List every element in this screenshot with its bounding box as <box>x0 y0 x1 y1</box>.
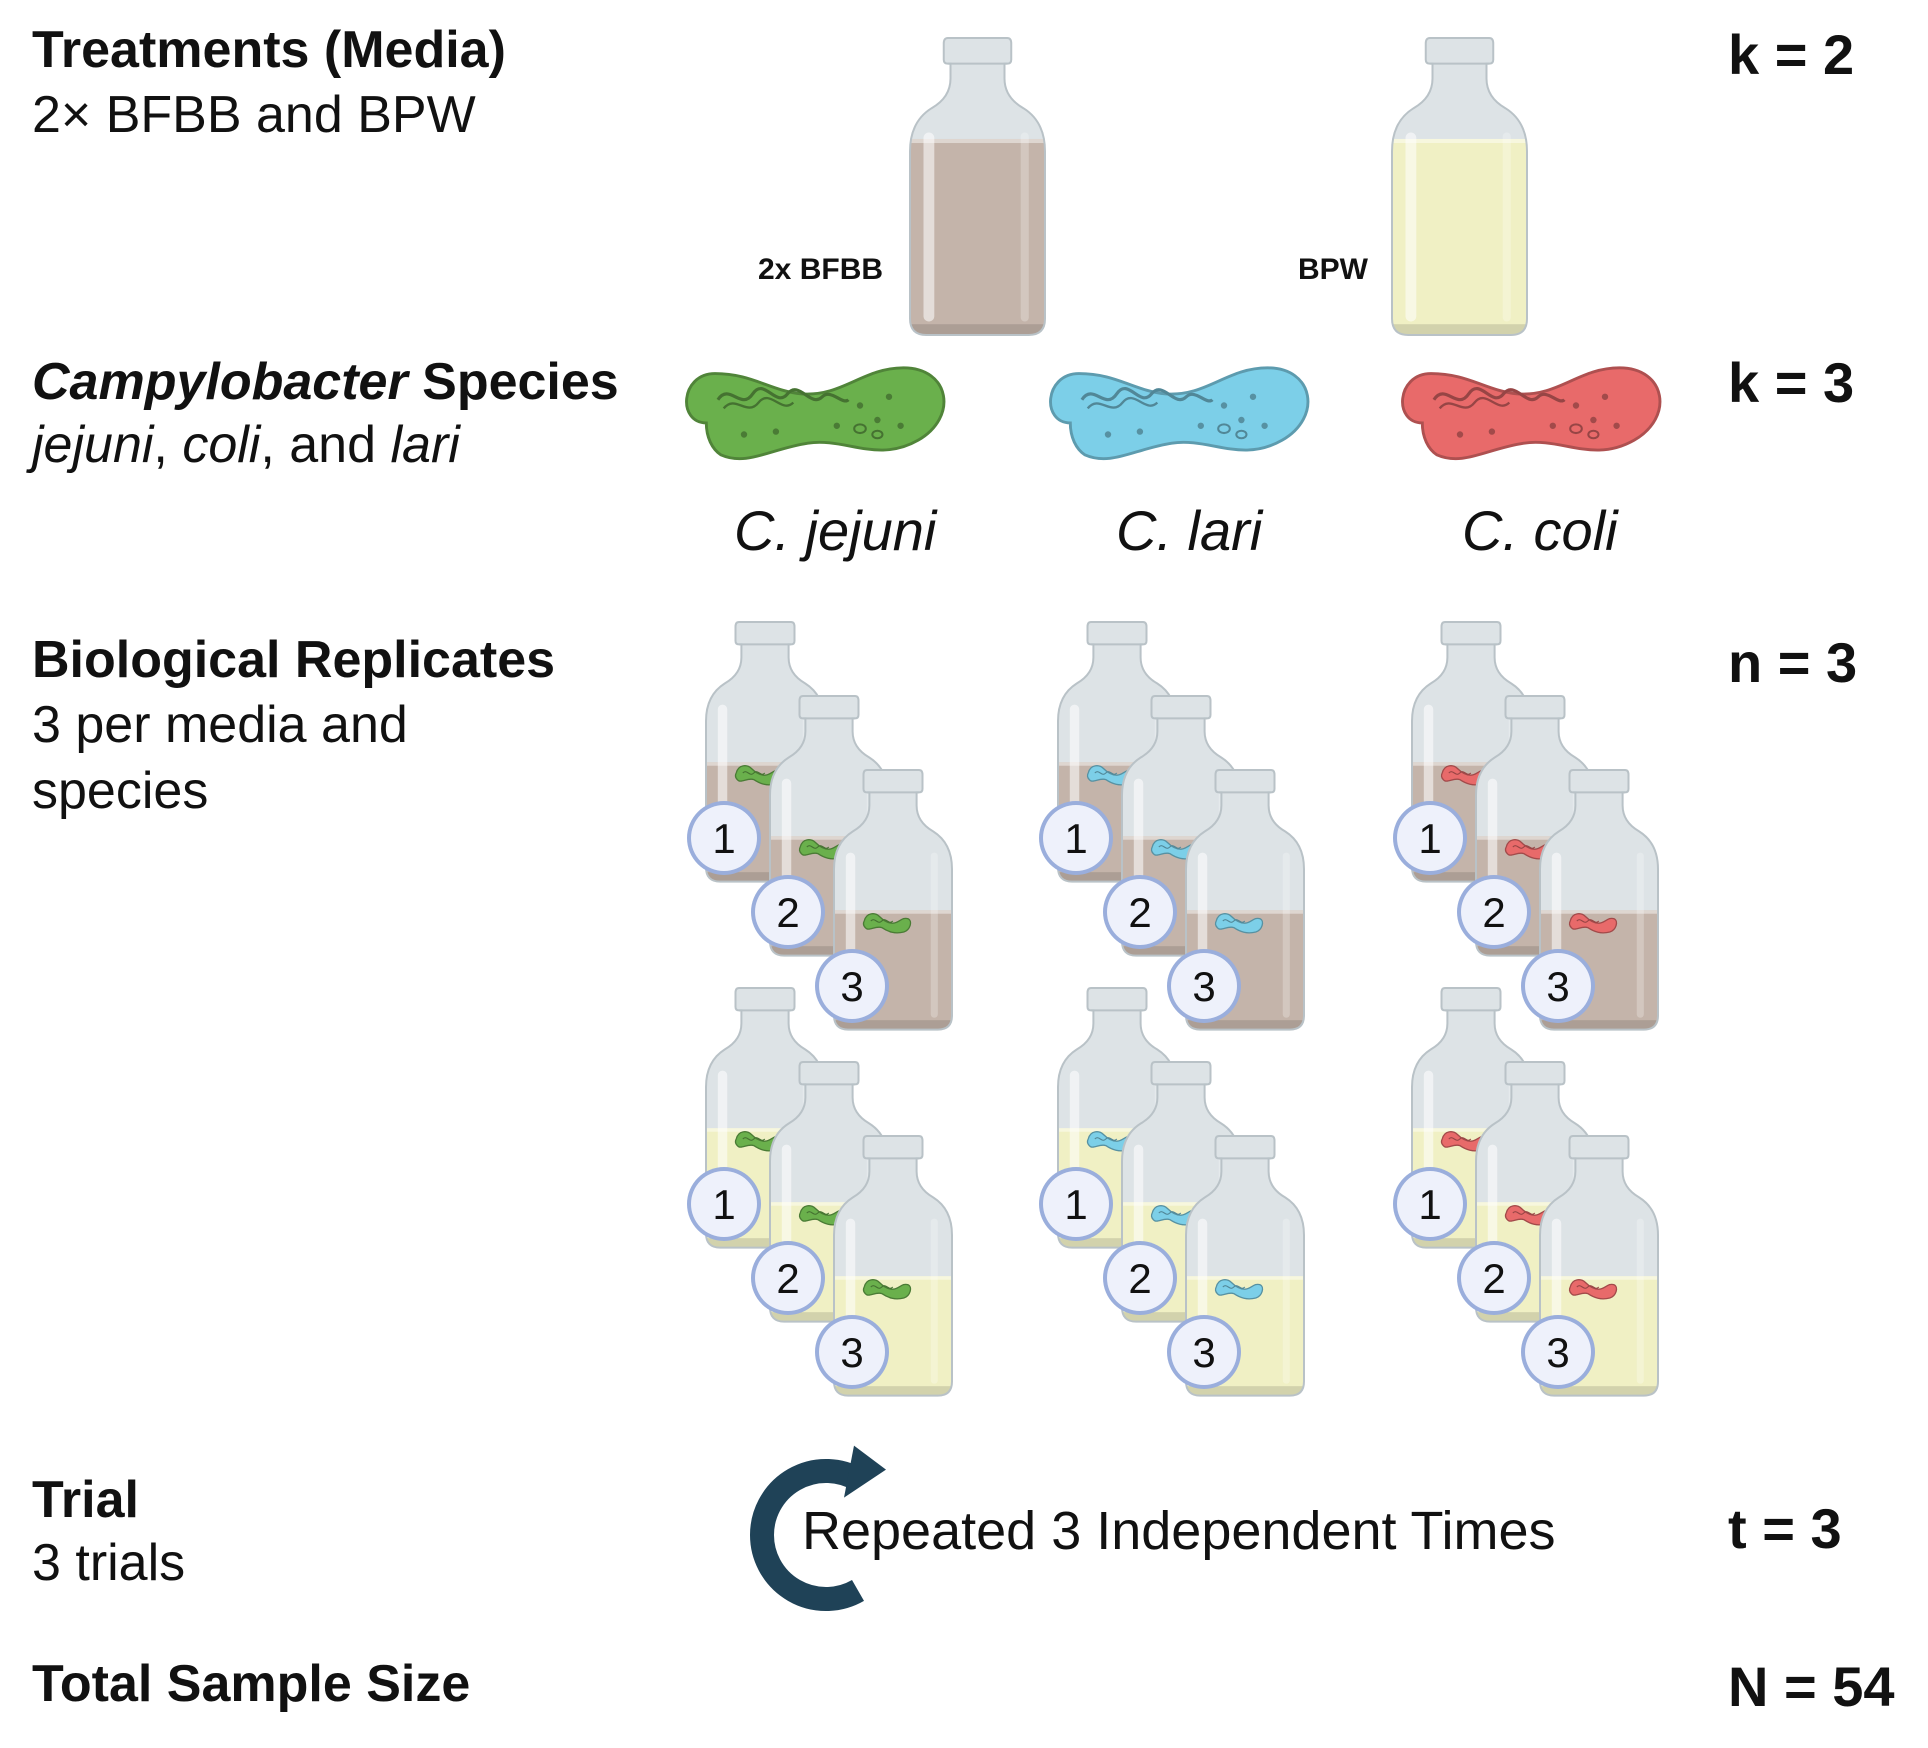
replicate-badge-2-number: 2 <box>776 889 799 936</box>
species-sub-lari: lari <box>390 416 460 474</box>
species-title: Campylobacter Species <box>32 352 619 412</box>
replicate-bacterium-2-icon <box>1150 839 1200 860</box>
replicate-badge-2: 2 <box>751 1241 825 1315</box>
replicate-group-bfbb-jejuni: 123 <box>687 620 954 1031</box>
replicate-bacterium-1-icon <box>734 1131 784 1152</box>
media-bottles <box>909 37 1528 336</box>
replicates-subtitle-line1: 3 per media and <box>32 696 408 754</box>
species-subtitle: jejuni, coli, and lari <box>32 412 460 478</box>
replicate-badge-1: 1 <box>687 1167 761 1241</box>
replicate-badge-1-number: 1 <box>712 1181 735 1228</box>
replicate-bacterium-1-icon <box>734 765 784 786</box>
replicate-bacterium-3-icon <box>1214 1279 1264 1300</box>
replicate-badge-1-number: 1 <box>712 815 735 862</box>
replicate-badge-1-number: 1 <box>1418 815 1441 862</box>
replicate-bacterium-3-icon <box>1568 913 1618 934</box>
replicate-bacterium-2-icon <box>1504 1205 1554 1226</box>
replicate-badge-1: 1 <box>687 801 761 875</box>
replicate-badge-2-number: 2 <box>1482 889 1505 936</box>
cycle-arrow-icon <box>750 1445 886 1611</box>
trial-title: Trial <box>32 1471 139 1529</box>
replicate-bacterium-3-icon <box>862 913 912 934</box>
media-bottle-bpw <box>1391 37 1528 336</box>
replicate-group-bfbb-coli: 123 <box>1393 620 1660 1031</box>
replicate-badge-3-number: 3 <box>1192 1329 1215 1376</box>
replicate-group-bpw-lari: 123 <box>1039 986 1306 1397</box>
replicate-bacterium-1-icon <box>1086 765 1136 786</box>
media-label-bpw: BPW <box>1298 253 1368 286</box>
replicate-badge-3-number: 3 <box>840 1329 863 1376</box>
replicate-badge-3: 3 <box>1167 1315 1241 1389</box>
replicate-badge-1: 1 <box>1393 1167 1467 1241</box>
replicate-group-bfbb-lari: 123 <box>1039 620 1306 1031</box>
replicate-badge-1: 1 <box>1393 801 1467 875</box>
replicates-stat: n = 3 <box>1728 631 1858 694</box>
trial-stat: t = 3 <box>1728 1497 1842 1560</box>
treatments-stat: k = 2 <box>1728 23 1855 86</box>
species-title-genus: Campylobacter <box>32 353 408 411</box>
species-sub-sep1: , <box>153 416 183 474</box>
replicate-badge-1-number: 1 <box>1418 1181 1441 1228</box>
replicate-badge-3: 3 <box>1521 1315 1595 1389</box>
repeat-text: Repeated 3 Independent Times <box>802 1501 1556 1561</box>
bacteria-illustrations <box>685 366 1662 461</box>
replicate-badge-3: 3 <box>1521 949 1595 1023</box>
replicate-badge-3-number: 3 <box>1546 963 1569 1010</box>
species-sub-jejuni: jejuni <box>32 416 154 474</box>
replicates-subtitle-line2: species <box>32 762 209 820</box>
replicate-badge-3: 3 <box>815 949 889 1023</box>
species-sub-coli: coli <box>182 416 261 474</box>
replicate-group-bpw-jejuni: 123 <box>687 986 954 1397</box>
media-bottle-bfbb <box>909 37 1046 336</box>
replicate-bacterium-1-icon <box>1086 1131 1136 1152</box>
replicate-badge-2-number: 2 <box>776 1255 799 1302</box>
media-label-bfbb: 2x BFBB <box>758 253 884 286</box>
species-label-coli: C. coli <box>1462 499 1618 562</box>
replicate-badge-2: 2 <box>1457 1241 1531 1315</box>
replicate-bacterium-2-icon <box>1150 1205 1200 1226</box>
replicate-badge-3: 3 <box>1167 949 1241 1023</box>
replicate-bacterium-2-icon <box>1504 839 1554 860</box>
replicate-badge-3-number: 3 <box>1546 1329 1569 1376</box>
trial-subtitle: 3 trials <box>32 1534 186 1592</box>
species-label-lari: C. lari <box>1116 499 1263 562</box>
replicate-bacterium-1-icon <box>1440 1131 1490 1152</box>
replicate-bacterium-2-icon <box>798 1205 848 1226</box>
species-label-jejuni: C. jejuni <box>734 499 937 562</box>
replicate-bacterium-2-icon <box>798 839 848 860</box>
total-title: Total Sample Size <box>32 1655 471 1713</box>
replicate-bacterium-1-icon <box>1440 765 1490 786</box>
species-sub-sep2: , and <box>260 416 391 474</box>
bacterium-coli-icon <box>1401 366 1662 461</box>
replicate-badge-3: 3 <box>815 1315 889 1389</box>
replicate-badge-2: 2 <box>1103 1241 1177 1315</box>
replicate-group-bpw-coli: 123 <box>1393 986 1660 1397</box>
replicate-badge-2-number: 2 <box>1128 889 1151 936</box>
replicate-badge-1: 1 <box>1039 1167 1113 1241</box>
replicate-bacterium-3-icon <box>1214 913 1264 934</box>
replicate-badge-3-number: 3 <box>840 963 863 1010</box>
species-stat: k = 3 <box>1728 351 1855 414</box>
replicate-bacterium-3-icon <box>862 1279 912 1300</box>
bacterium-jejuni-icon <box>685 366 946 461</box>
replicate-badge-2: 2 <box>1103 875 1177 949</box>
replicate-badge-1-number: 1 <box>1064 1181 1087 1228</box>
replicate-badge-1: 1 <box>1039 801 1113 875</box>
bacterium-lari-icon <box>1049 366 1310 461</box>
replicate-badge-2-number: 2 <box>1482 1255 1505 1302</box>
total-stat: N = 54 <box>1728 1655 1895 1718</box>
replicate-badge-2: 2 <box>1457 875 1531 949</box>
replicate-badge-2: 2 <box>751 875 825 949</box>
treatments-title: Treatments (Media) <box>32 21 506 79</box>
replicate-badge-3-number: 3 <box>1192 963 1215 1010</box>
replicate-bacterium-3-icon <box>1568 1279 1618 1300</box>
species-title-rest: Species <box>407 353 619 411</box>
replicates-title: Biological Replicates <box>32 631 556 689</box>
treatments-subtitle: 2× BFBB and BPW <box>32 86 476 144</box>
replicate-badge-2-number: 2 <box>1128 1255 1151 1302</box>
replicate-badge-1-number: 1 <box>1064 815 1087 862</box>
